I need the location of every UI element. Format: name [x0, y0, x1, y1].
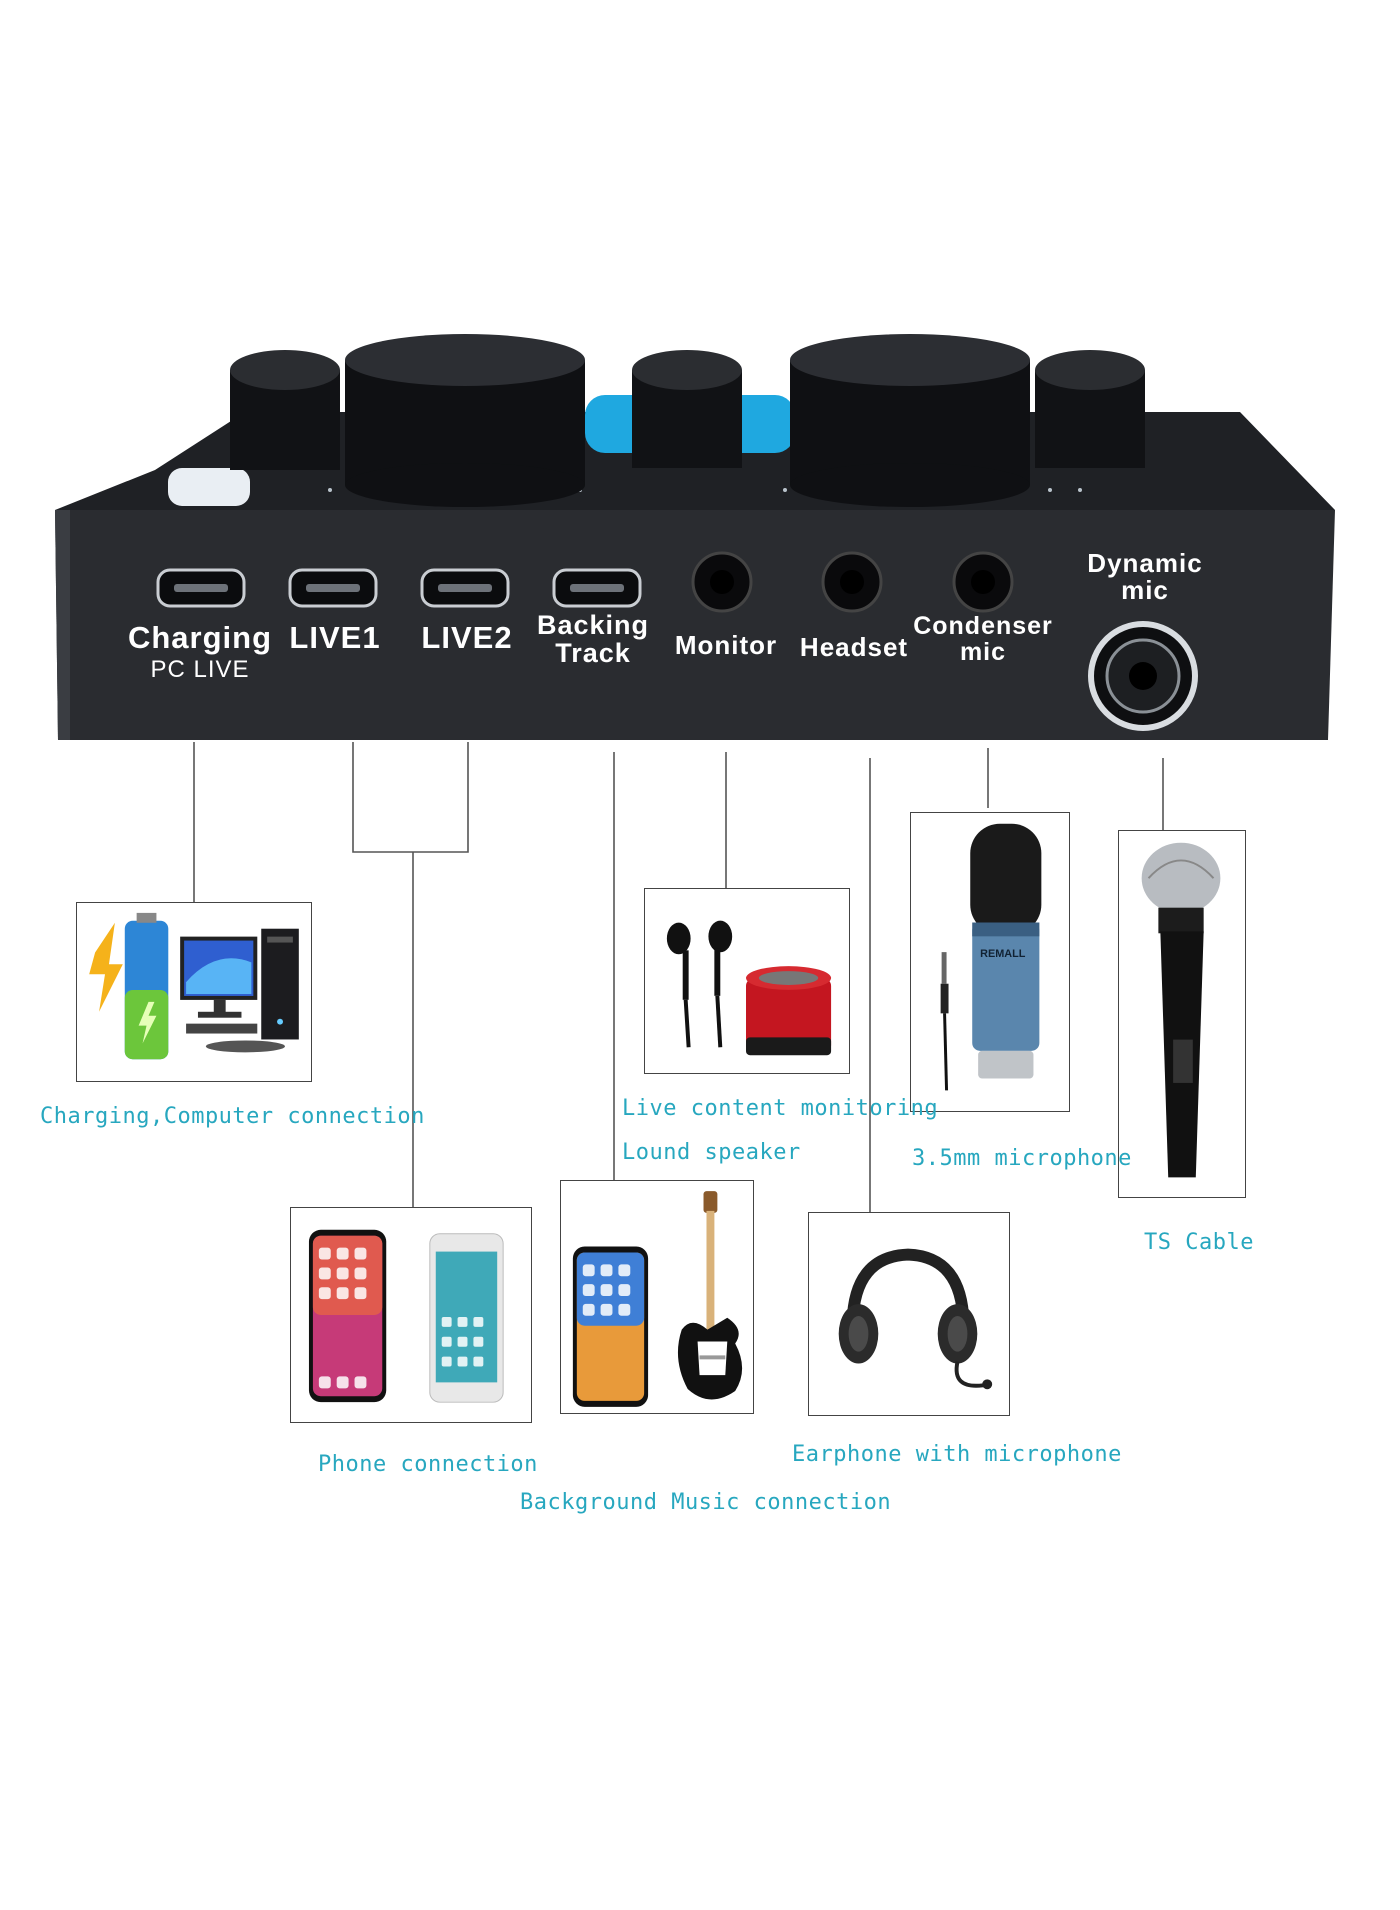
caption-live-monitoring: Live content monitoring: [622, 1096, 939, 1121]
speaker-icon: [746, 966, 832, 1056]
port-label-live2: LIVE2: [421, 620, 513, 655]
electric-guitar-icon: [677, 1191, 743, 1400]
sound-card-device: [55, 334, 1335, 740]
illustration-background-music: [560, 1180, 754, 1414]
caption-earphone-microphone: Earphone with microphone: [792, 1442, 1122, 1467]
port-label-condenser-mic: Condenser mic: [913, 612, 1053, 666]
port-label-headset: Headset: [799, 632, 909, 662]
port-label-monitor: Monitor: [674, 630, 778, 660]
illustration-condenser-mic: REMALL: [910, 812, 1070, 1112]
svg-text:REMALL: REMALL: [980, 948, 1026, 960]
port-label-backing-track: Backing Track: [536, 610, 650, 668]
port-sublabel-charging: PC LIVE: [150, 656, 250, 683]
pc-tower-icon: [261, 928, 299, 1040]
caption-charging-computer: Charging,Computer connection: [40, 1104, 425, 1129]
knob-2: [345, 334, 585, 507]
caption-background-music: Background Music connection: [520, 1490, 892, 1515]
battery-icon: [124, 912, 169, 1060]
port-label-live1: LIVE1: [289, 620, 381, 655]
smartphone-icon: [429, 1233, 504, 1403]
knob-5: [1035, 350, 1145, 468]
smartphone-icon: [308, 1229, 387, 1403]
illustration-charging-computer: [76, 902, 312, 1082]
lightning-icon: [89, 922, 123, 1012]
caption-ts-cable: TS Cable: [1144, 1230, 1254, 1255]
knob-3: [632, 350, 742, 468]
earphones-icon: [666, 920, 733, 1048]
illustration-dynamic-mic: [1118, 830, 1246, 1198]
condenser-microphone-icon: REMALL: [970, 823, 1042, 1079]
caption-loud-speaker: Lound speaker: [622, 1140, 801, 1165]
knob-4: [790, 334, 1030, 507]
computer-monitor-icon: [180, 936, 258, 1034]
caption-phone-connection: Phone connection: [318, 1452, 538, 1477]
illustration-phone: [290, 1207, 532, 1423]
illustration-monitoring: [644, 888, 850, 1074]
port-label-dynamic-mic: Dynamic mic: [1087, 548, 1203, 605]
headset-with-mic-icon: [838, 1248, 993, 1390]
smartphone-icon: [572, 1246, 649, 1407]
illustration-earphone-mic: [808, 1212, 1010, 1416]
audio-jack-icon: [940, 952, 949, 1091]
port-label-charging: Charging: [127, 620, 273, 655]
knob-1: [230, 350, 340, 470]
handheld-microphone-icon: [1141, 842, 1221, 1178]
caption-3-5mm-microphone: 3.5mm microphone: [912, 1146, 1132, 1171]
